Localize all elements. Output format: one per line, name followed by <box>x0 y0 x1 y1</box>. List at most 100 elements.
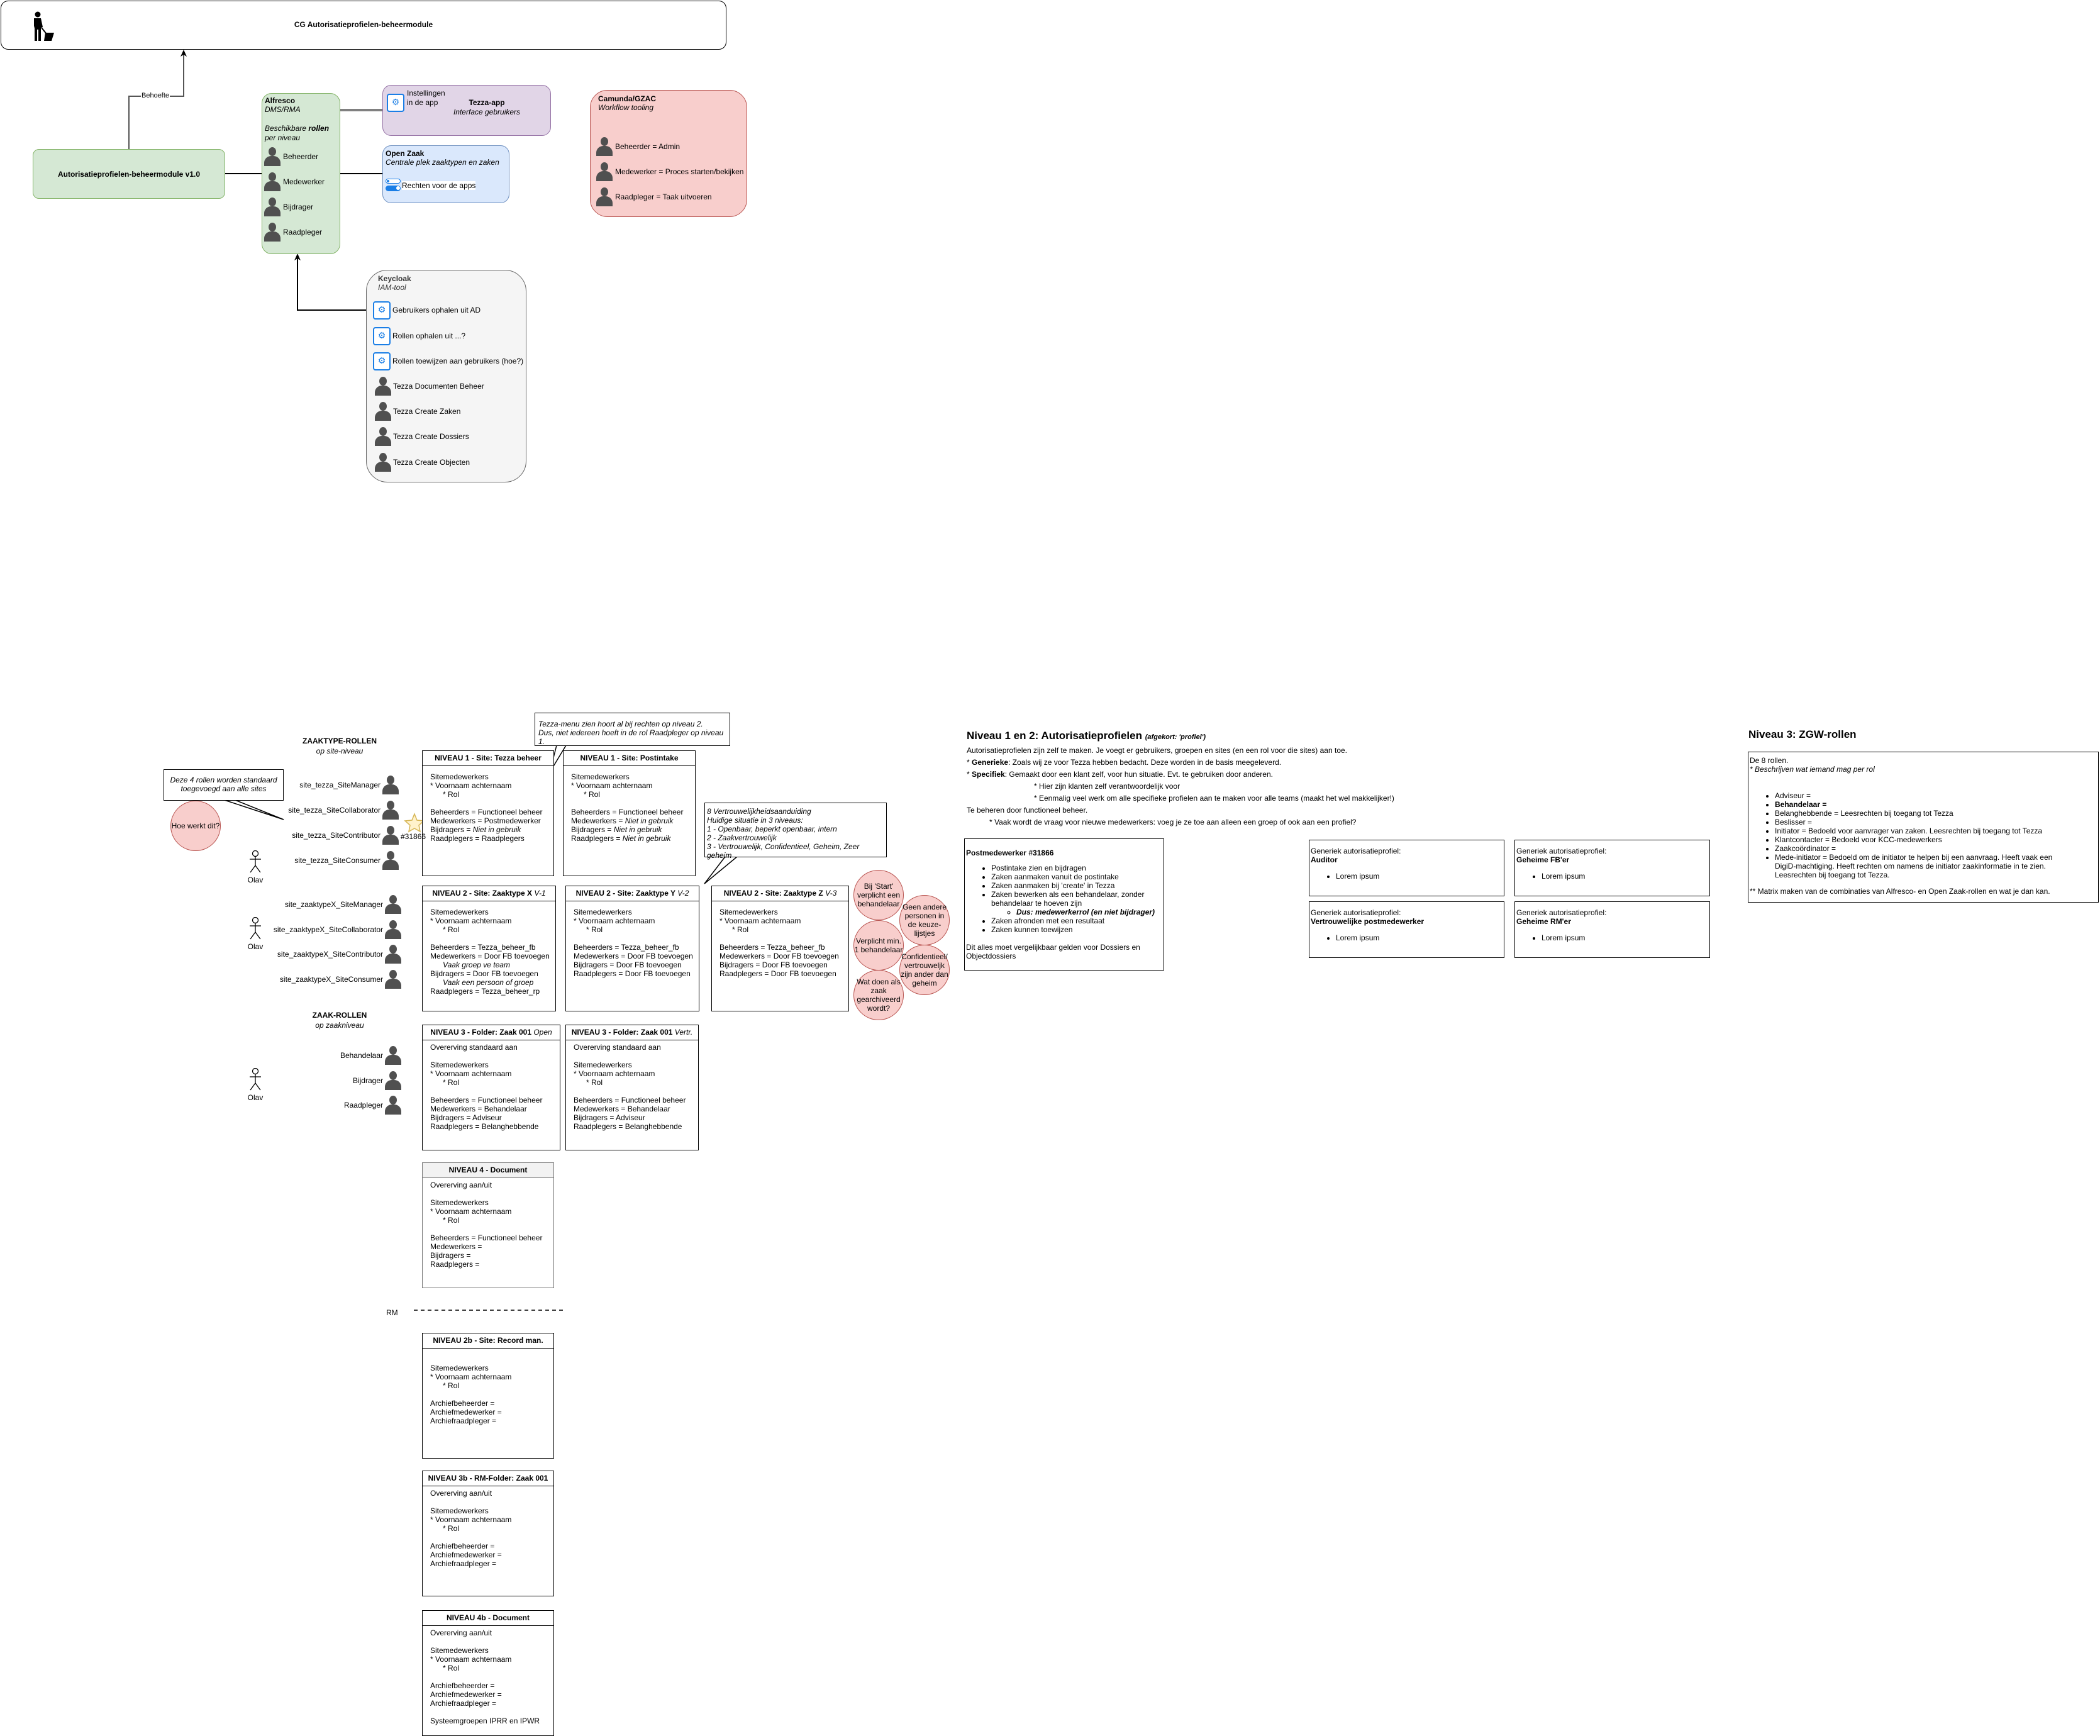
zgw-role-item: Zaakcoördinator = <box>1775 844 2072 853</box>
niveau-line: Raadplegers = Tezza_beheer_rp <box>430 987 540 996</box>
zgw-role-item: Beslisser = <box>1775 818 2072 826</box>
list-item: Lorem ipsum <box>1542 872 1708 881</box>
note-circle-text: Verplicht min. 1 behandelaar <box>854 937 903 954</box>
intro-text: Beschikbare <box>265 124 309 133</box>
zgw-role-item: Initiator = Bedoeld voor aanvrager van z… <box>1775 826 2072 835</box>
niveau-title: NIVEAU 1 - Site: Postintake <box>580 754 679 762</box>
niveau-line: Bijdragers = <box>430 1251 471 1260</box>
niveau-line: Archiefraadpleger = <box>430 1559 497 1568</box>
note-circle[interactable]: Confidentieel/ vertrouweljk zijn ander d… <box>899 945 950 995</box>
gear-icon: ⚙ <box>373 326 391 345</box>
line-text: Bijdragers = <box>571 825 614 834</box>
niveau-body: Sitemedewerkers* Voornaam achternaam * R… <box>423 1349 553 1432</box>
alfresco-title: Alfresco <box>265 96 296 105</box>
niveau-body: Sitemedewerkers* Voornaam achternaam * R… <box>423 766 553 849</box>
niveau-line: Systeemgroepen IPRR en IPWR <box>430 1717 540 1725</box>
site-zaaktypex-role: site_zaaktypeX_SiteContributor <box>175 945 401 964</box>
line-emphasis: Niet in gebruik <box>622 834 671 843</box>
note-circle[interactable]: Geen andere personen in de keuze-lijstje… <box>899 895 950 945</box>
zgw-role-item: Adviseur = <box>1775 791 2072 800</box>
niveau-version: V-2 <box>677 889 689 898</box>
alfresco-role-label: Medewerker <box>283 177 325 186</box>
niveau-line: Raadplegers = Belanghebbende <box>574 1122 682 1131</box>
camunda-subtitle: Workflow tooling <box>598 103 654 112</box>
niveau-line <box>430 799 546 808</box>
niveau-line: * Voornaam achternaam <box>430 1207 512 1216</box>
person-icon <box>385 920 401 939</box>
zgw-role-text: Leesrechten bij toegang tot Tezza <box>1838 809 1953 818</box>
site-tezza-role-label: site_tezza_SiteContributor <box>292 831 381 840</box>
zgw-role-name: Adviseur = <box>1775 791 1811 800</box>
profielen-beheer: Te beheren door functioneel beheer. <box>967 806 1088 815</box>
profielen-sub: * Hier zijn klanten zelf verantwoordelij… <box>1034 782 1181 791</box>
alfresco-role: Medewerker <box>264 172 325 191</box>
zgw-role-text: Bedoeld om de initiator te helpen bij ee… <box>1775 853 2053 879</box>
niveau-line: * Rol <box>574 925 603 934</box>
list-item: Zaken aanmaken bij 'create' in Tezza <box>991 881 1162 890</box>
callout-line: Tezza-menu zien hoort al bij rechten op … <box>538 720 703 728</box>
site-zaaktypex-role: site_zaaktypeX_SiteCollaborator <box>175 920 401 939</box>
keycloak-title: Keycloak <box>378 274 411 283</box>
alfresco-role: Raadpleger <box>264 223 322 242</box>
person-icon <box>382 801 399 820</box>
zgw-role-text: Bedoeld voor KCC-medewerkers <box>1830 835 1942 844</box>
behoefte-label: Behoefte <box>141 92 170 99</box>
niveau-version: Open <box>533 1028 552 1037</box>
niveau-header: NIVEAU 2b - Site: Record man. <box>423 1333 553 1349</box>
header-title: CG Autorisatieprofielen-beheermodule <box>294 20 433 29</box>
niveau-line: Medewerkers = Door FB toevoegen <box>574 952 693 960</box>
line-text <box>430 960 443 969</box>
keycloak-item-label: Tezza Create Objecten <box>393 458 470 467</box>
niveau-body: Sitemedewerkers* Voornaam achternaam * R… <box>566 901 699 984</box>
niveau-line: Overerving aan/uit <box>430 1489 492 1498</box>
niveau-line: * Voornaam achternaam <box>430 1655 512 1664</box>
zaaktype-rollen-subtitle: op site-niveau <box>316 747 364 755</box>
question-hoe-werkt-dit[interactable]: Hoe werkt dit? <box>170 801 221 851</box>
actor: Olav <box>247 916 264 951</box>
niveau-line: Sitemedewerkers <box>430 1506 489 1515</box>
niveau-line: Archiefraadpleger = <box>430 1699 497 1708</box>
zaak-rollen-title: ZAAK-ROLLEN <box>312 1011 367 1020</box>
line-emphasis: Vaak een persoon of groep <box>443 978 534 987</box>
niveau-line <box>430 1189 546 1198</box>
actor: Olav <box>247 1067 264 1102</box>
behoefte-connector <box>128 53 184 149</box>
niveau-line: * Voornaam achternaam <box>574 1069 655 1078</box>
callout-line: Dus, niet iedereen hoeft in de rol Raadp… <box>538 728 724 746</box>
callout-line: 3 - Vertrouwelijk, Confidentieel, Geheim… <box>707 842 860 860</box>
keycloak-gear-item: ⚙Gebruikers ophalen uit AD <box>373 301 481 320</box>
niveau-line: Bijdragers = Door FB toevoegen <box>574 960 682 969</box>
note-circle[interactable]: Verplicht min. 1 behandelaar <box>853 920 904 971</box>
zaak-role-label: Raadpleger <box>343 1101 383 1110</box>
profile-list: Lorem ipsum <box>1516 933 1708 942</box>
niveau-line: Raadplegers = Door FB toevoegen <box>719 969 836 978</box>
niveau-line: Bijdragers = Door FB toevoegen <box>719 960 828 969</box>
line-emphasis: Vaak groep ve team <box>443 960 510 969</box>
site-zaaktypex-role-label: site_zaaktypeX_SiteContributor <box>277 950 383 959</box>
note-circle[interactable]: Wat doen als zaak gearchiveerd wordt? <box>853 970 904 1020</box>
niveau-line: Sitemedewerkers <box>574 908 632 916</box>
niveau-header: NIVEAU 3 - Folder: Zaak 001 Vertr. <box>566 1025 698 1040</box>
list-item: Lorem ipsum <box>1336 933 1503 942</box>
profielen-section: Niveau 1 en 2: Autorisatieprofielen (afg… <box>967 730 1596 828</box>
zgw-role-list: Adviseur =Behandelaar =Belanghebbende = … <box>1750 791 2097 879</box>
niveau-line: * Rol <box>430 1524 460 1533</box>
profielen-vraag: * Vaak wordt de vraag voor nieuwe medewe… <box>989 818 1357 826</box>
note-circle-text: Confidentieel/ vertrouweljk zijn ander d… <box>901 952 948 988</box>
profile-name: Geheime FB'er <box>1516 855 1570 864</box>
module-box[interactable]: Autorisatieprofielen-beheermodule v1.0 <box>33 149 225 199</box>
niveau-line: Medewerkers = Behandelaar <box>430 1104 527 1113</box>
note-circle[interactable]: Bij 'Start' verplicht een behandelaar <box>853 870 904 920</box>
open-zaak-box: Open Zaak Centrale plek zaaktypen en zak… <box>382 145 509 203</box>
openzaak-item: Rechten voor de apps <box>402 181 476 190</box>
profile-label: Generiek autorisatieprofiel: <box>1516 908 1607 917</box>
niveau-line <box>430 1087 552 1096</box>
niveau-line <box>430 1355 546 1364</box>
gear-icon: ⚙ <box>373 301 391 320</box>
camunda-box: Camunda/GZAC Workflow tooling <box>590 90 747 217</box>
site-tezza-role: site_tezza_SiteConsumer <box>172 851 399 870</box>
